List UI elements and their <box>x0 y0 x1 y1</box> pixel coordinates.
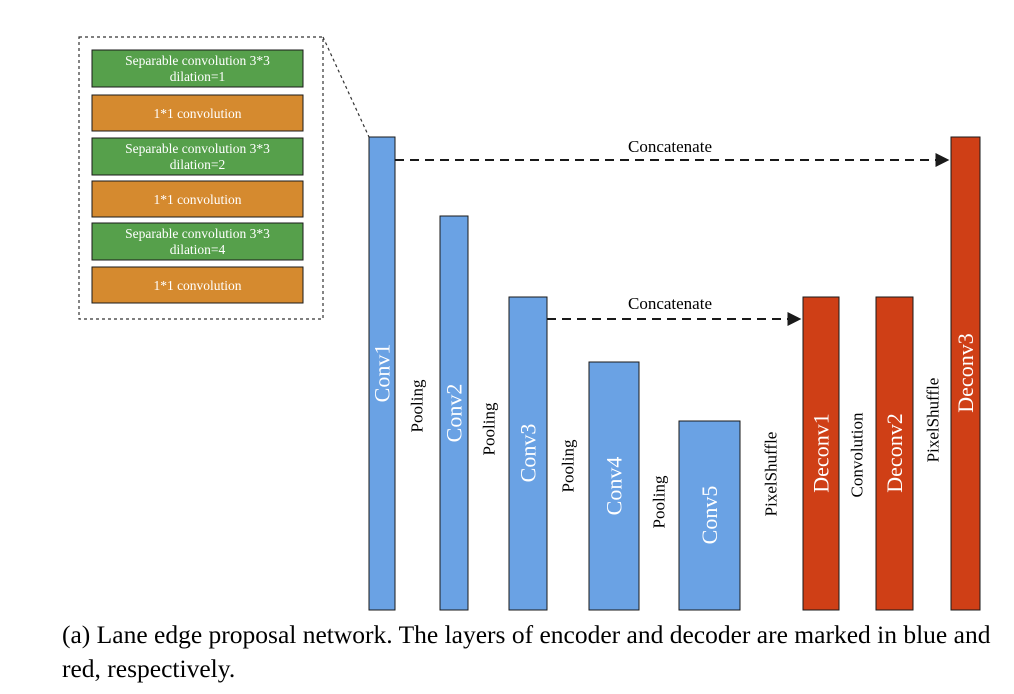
inset-block-4-box <box>91 180 304 218</box>
layer-deconv1 <box>802 296 840 611</box>
inset-frame <box>78 36 324 320</box>
layer-conv5-label: Conv5 <box>697 486 722 545</box>
inset-block-6: 1*1 convolution <box>91 266 304 304</box>
inset-block-1: Separable convolution 3*3 dilation=1 <box>91 49 304 88</box>
inset-block-5-line2: dilation=4 <box>170 242 226 257</box>
op-pooling-2: Pooling <box>480 402 499 455</box>
inset-block-6-box <box>91 266 304 304</box>
inset-block-4-line1: 1*1 convolution <box>153 192 241 207</box>
layer-deconv3-label: Deconv3 <box>953 333 978 412</box>
inset-zoom-line <box>322 36 370 138</box>
inset-block-1-line2: dilation=1 <box>170 69 226 84</box>
op-pixelshuffle-1: PixelShuffle <box>762 432 781 517</box>
layer-conv1 <box>368 136 396 611</box>
inset-block-3-box <box>91 137 304 176</box>
op-pooling-3: Pooling <box>559 439 578 492</box>
inset-block-5-box <box>91 222 304 261</box>
inset-block-2-line1: 1*1 convolution <box>153 106 241 121</box>
inset-block-2: 1*1 convolution <box>91 94 304 132</box>
layer-deconv2 <box>875 296 914 611</box>
network-diagram: Separable convolution 3*3 dilation=1 1*1… <box>78 36 981 611</box>
inset-block-1-box <box>91 49 304 88</box>
inset-block-3-line1: Separable convolution 3*3 <box>125 141 270 156</box>
layer-deconv2-label: Deconv2 <box>882 413 907 492</box>
layer-deconv3 <box>950 136 981 611</box>
skip-label-2: Concatenate <box>628 294 712 313</box>
layer-conv5 <box>678 420 741 611</box>
layer-conv4 <box>588 361 640 611</box>
inset-block-2-box <box>91 94 304 132</box>
figure-caption: (a) Lane edge proposal network. The laye… <box>62 620 991 683</box>
skip-label-1: Concatenate <box>628 137 712 156</box>
inset-block-6-line1: 1*1 convolution <box>153 278 241 293</box>
inset-block-4: 1*1 convolution <box>91 180 304 218</box>
op-pixelshuffle-2: PixelShuffle <box>924 378 943 463</box>
layer-conv3-label: Conv3 <box>516 424 541 483</box>
layer-conv2 <box>439 215 469 611</box>
inset-block-3-line2: dilation=2 <box>170 157 226 172</box>
op-pooling-4: Pooling <box>650 475 669 528</box>
layer-conv4-label: Conv4 <box>602 457 627 516</box>
op-convolution: Convolution <box>848 412 867 498</box>
inset-block-3: Separable convolution 3*3 dilation=2 <box>91 137 304 176</box>
layer-conv3 <box>508 296 548 611</box>
inset-block-5-line1: Separable convolution 3*3 <box>125 226 270 241</box>
layer-conv2-label: Conv2 <box>442 384 467 443</box>
op-pooling-1: Pooling <box>408 379 427 432</box>
layer-conv1-label: Conv1 <box>370 344 395 403</box>
inset-block-1-line1: Separable convolution 3*3 <box>125 53 270 68</box>
inset-block-5: Separable convolution 3*3 dilation=4 <box>91 222 304 261</box>
layer-deconv1-label: Deconv1 <box>809 413 834 492</box>
